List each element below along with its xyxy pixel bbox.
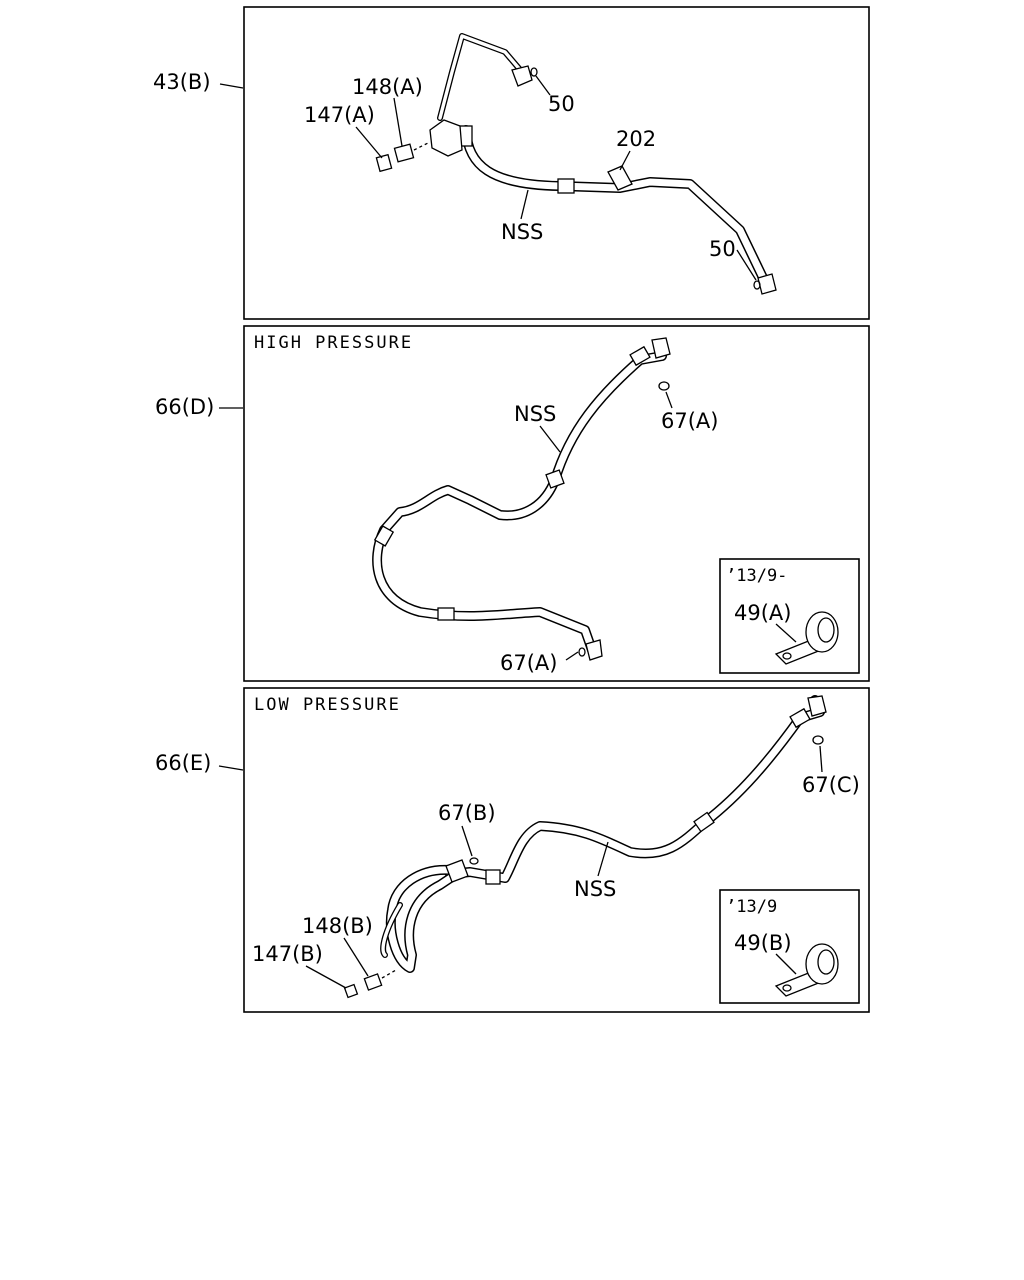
crimp-band <box>629 345 651 367</box>
leader-nss-low <box>597 841 609 877</box>
o-ring <box>530 67 538 77</box>
leader-67a-lower <box>565 651 579 661</box>
inset-49b-frame <box>719 889 860 1004</box>
panel-66d: HIGH PRESSURE 66(D) NSS 67(A) 67(A) ’13/… <box>155 325 870 682</box>
callout-66e-leader <box>218 765 244 771</box>
leader-50-upper <box>535 75 551 96</box>
label-148a: 148(A) <box>352 75 423 99</box>
callout-66d: 66(D) <box>155 395 214 419</box>
o-ring <box>812 735 824 745</box>
callout-66e: 66(E) <box>155 751 211 775</box>
crimp-band <box>373 525 395 547</box>
callout-43b: 43(B) <box>153 70 211 94</box>
crimp-band <box>557 178 575 194</box>
panel-title-low-pressure: LOW PRESSURE <box>254 695 401 715</box>
o-ring <box>753 280 761 290</box>
label-67a-upper: 67(A) <box>661 409 718 433</box>
block-fitting <box>429 119 463 157</box>
leader-147b <box>305 965 347 989</box>
leader-67c <box>819 745 823 773</box>
upper-fitting <box>807 695 827 717</box>
block-fitting <box>445 859 469 883</box>
hose-66e <box>343 695 827 999</box>
label-nss-high: NSS <box>514 402 556 426</box>
leader-nss-top <box>520 189 529 220</box>
panel-title-high-pressure: HIGH PRESSURE <box>254 333 413 353</box>
label-50-lower: 50 <box>709 237 736 261</box>
panel-43b: 43(B) 148(A) <box>153 6 870 320</box>
upper-fitting <box>511 65 533 87</box>
clamp-49b-icon <box>774 943 839 997</box>
o-ring <box>469 857 479 865</box>
inset-49a: ’13/9- 49(A) <box>719 558 860 674</box>
inset-49b-date: ’13/9 <box>726 897 777 917</box>
panel-43b-frame <box>243 6 870 320</box>
leader-nss-high <box>539 425 561 453</box>
o-ring <box>578 647 586 657</box>
cap-147a <box>375 153 393 173</box>
label-67a-lower: 67(A) <box>500 651 557 675</box>
o-ring <box>658 381 670 391</box>
inset-49a-label: 49(A) <box>734 601 791 625</box>
leader-50-lower <box>736 249 757 281</box>
crimp-band <box>693 811 715 833</box>
pressure-switch-148a <box>393 143 415 163</box>
inset-49b-label: 49(B) <box>734 931 792 955</box>
leader-67a-upper <box>665 391 673 409</box>
crimp-band <box>545 469 565 489</box>
label-147a: 147(A) <box>304 103 375 127</box>
cap-147b <box>343 983 359 999</box>
clamp-49a-icon <box>774 611 839 665</box>
leader-148b <box>343 937 369 977</box>
leader-147a <box>355 126 383 159</box>
leader-49b <box>775 953 797 975</box>
crimp-band <box>485 869 501 885</box>
pressure-switch-148b <box>363 973 383 991</box>
leader-148a <box>393 97 403 147</box>
leader-67b <box>461 825 473 857</box>
inset-49a-frame <box>719 558 860 674</box>
label-nss-top: NSS <box>501 220 543 244</box>
leader-202 <box>619 150 631 171</box>
upper-fitting <box>651 337 671 359</box>
label-148b: 148(B) <box>302 914 373 938</box>
leader-49a <box>775 623 797 643</box>
label-67c: 67(C) <box>802 773 860 797</box>
panel-66e: LOW PRESSURE 66(E) 67(B) 67(C) NSS 1 <box>155 687 870 1013</box>
hose-43b <box>375 33 777 295</box>
crimp-band <box>437 607 455 621</box>
label-202: 202 <box>616 127 656 151</box>
panel-66d-frame <box>243 325 870 682</box>
label-67b: 67(B) <box>438 801 496 825</box>
hose-66d <box>372 337 671 661</box>
panel-66e-frame <box>243 687 870 1013</box>
lower-fitting <box>757 273 777 295</box>
inset-49b: ’13/9 49(B) <box>719 889 860 1004</box>
label-147b: 147(B) <box>252 942 323 966</box>
inset-49a-date: ’13/9- <box>726 566 787 586</box>
crimp-band <box>789 707 811 729</box>
label-50-upper: 50 <box>548 92 575 116</box>
service-valve <box>607 165 633 191</box>
label-nss-low: NSS <box>574 877 616 901</box>
callout-43b-leader <box>219 83 244 89</box>
lower-fitting <box>585 639 603 661</box>
